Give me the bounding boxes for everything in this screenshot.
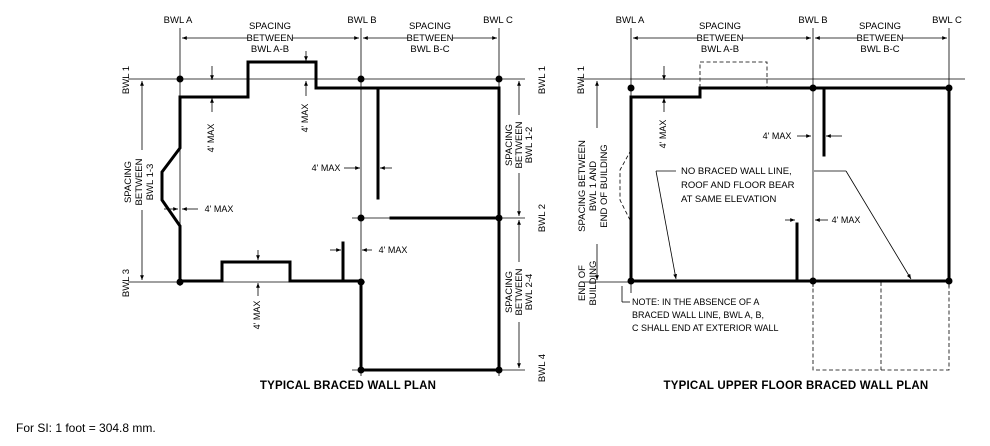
- right-end-of-building-2: BUILDING: [588, 261, 599, 306]
- right-plan: BWL A BWL B BWL C SPACING BETWEEN BWL A-…: [575, 15, 965, 392]
- right-spacing-ab-2: BETWEEN: [697, 33, 744, 44]
- right-spacing-end-3: END OF BUILDING: [599, 144, 610, 227]
- si-footnote: For SI: 1 foot = 304.8 mm.: [16, 421, 156, 435]
- left-spacing-bc-1: SPACING: [409, 21, 451, 32]
- right-bwl-a-label: BWL A: [616, 15, 645, 26]
- right-spacing-bc-1: SPACING: [859, 21, 901, 32]
- right-grid-dots: [627, 84, 953, 285]
- right-dashed-bump-top: [699, 61, 768, 88]
- right-bwl-1-label: BWL 1: [576, 66, 587, 94]
- left-bwl-1-label: BWL 1: [121, 66, 132, 94]
- left-bwl-c-label: BWL C: [483, 15, 513, 26]
- right-plan-title: TYPICAL UPPER FLOOR BRACED WALL PLAN: [664, 380, 929, 392]
- right-max-label-1: 4' MAX: [658, 120, 668, 149]
- left-building-outline: [160, 60, 501, 372]
- left-max-label-2: 4' MAX: [300, 104, 310, 133]
- left-max-label-1: 4' MAX: [206, 124, 216, 153]
- right-dashed-bump-left: [619, 149, 632, 223]
- left-plan: BWL A BWL B BWL C SPACING BETWEEN BWL A-…: [120, 15, 548, 392]
- right-note-2: BRACED WALL LINE, BWL A, B,: [632, 310, 764, 320]
- right-spacing-end-1: SPACING BETWEEN: [577, 140, 588, 232]
- left-spacing-bc-2: BETWEEN: [407, 33, 454, 44]
- right-max-label-3: 4' MAX: [832, 215, 861, 225]
- right-callout-1: NO BRACED WALL LINE,: [681, 166, 792, 177]
- right-callout-2: ROOF AND FLOOR BEAR: [681, 180, 795, 191]
- left-spacing-ab-1: SPACING: [249, 21, 291, 32]
- left-spacing-12-3: BWL 1-2: [524, 127, 535, 164]
- left-spacing-24-1: SPACING: [504, 271, 515, 313]
- right-spacing-bc-2: BETWEEN: [857, 33, 904, 44]
- left-spacing-13-3: BWL 1-3: [145, 164, 156, 201]
- right-max-label-2: 4' MAX: [763, 131, 792, 141]
- left-bwl-a-label: BWL A: [164, 15, 193, 26]
- left-spacing-bc-3: BWL B-C: [410, 44, 449, 55]
- left-spacing-13-2: BETWEEN: [134, 158, 145, 205]
- left-bwl-4-label: BWL 4: [537, 354, 548, 382]
- right-bwl-c-label: BWL C: [932, 15, 962, 26]
- left-bwl-3-label: BWL 3: [121, 269, 132, 297]
- left-grid-dots: [176, 75, 503, 374]
- left-max-label-3: 4' MAX: [312, 163, 341, 173]
- left-spacing-13-1: SPACING: [123, 161, 134, 203]
- right-note-1: NOTE: IN THE ABSENCE OF A: [632, 297, 759, 307]
- left-max-label-4: 4' MAX: [205, 204, 234, 214]
- left-plan-title: TYPICAL BRACED WALL PLAN: [260, 380, 436, 392]
- right-spacing-ab-1: SPACING: [699, 21, 741, 32]
- left-spacing-12-1: SPACING: [504, 124, 515, 166]
- left-max-label-5: 4' MAX: [379, 245, 408, 255]
- left-spacing-12-2: BETWEEN: [514, 121, 525, 168]
- left-max-label-6: 4' MAX: [252, 301, 262, 330]
- right-spacing-end-2: BWL 1 AND: [588, 161, 599, 211]
- left-spacing-ab-3: BWL A-B: [251, 44, 289, 55]
- left-bwl-b-label: BWL B: [347, 15, 376, 26]
- right-bwl-b-label: BWL B: [798, 15, 827, 26]
- right-spacing-ab-3: BWL A-B: [701, 44, 739, 55]
- right-end-of-building-1: END OF: [577, 265, 588, 301]
- left-bwl-2-label: BWL 2: [537, 204, 548, 232]
- left-spacing-24-2: BETWEEN: [514, 268, 525, 315]
- right-note-3: C SHALL END AT EXTERIOR WALL: [632, 323, 779, 333]
- left-spacing-ab-2: BETWEEN: [247, 33, 294, 44]
- right-spacing-bc-3: BWL B-C: [860, 44, 899, 55]
- left-spacing-24-3: BWL 2-4: [524, 274, 535, 311]
- left-bwl-1-right-label: BWL 1: [537, 66, 548, 94]
- right-callout-3: AT SAME ELEVATION: [681, 194, 777, 205]
